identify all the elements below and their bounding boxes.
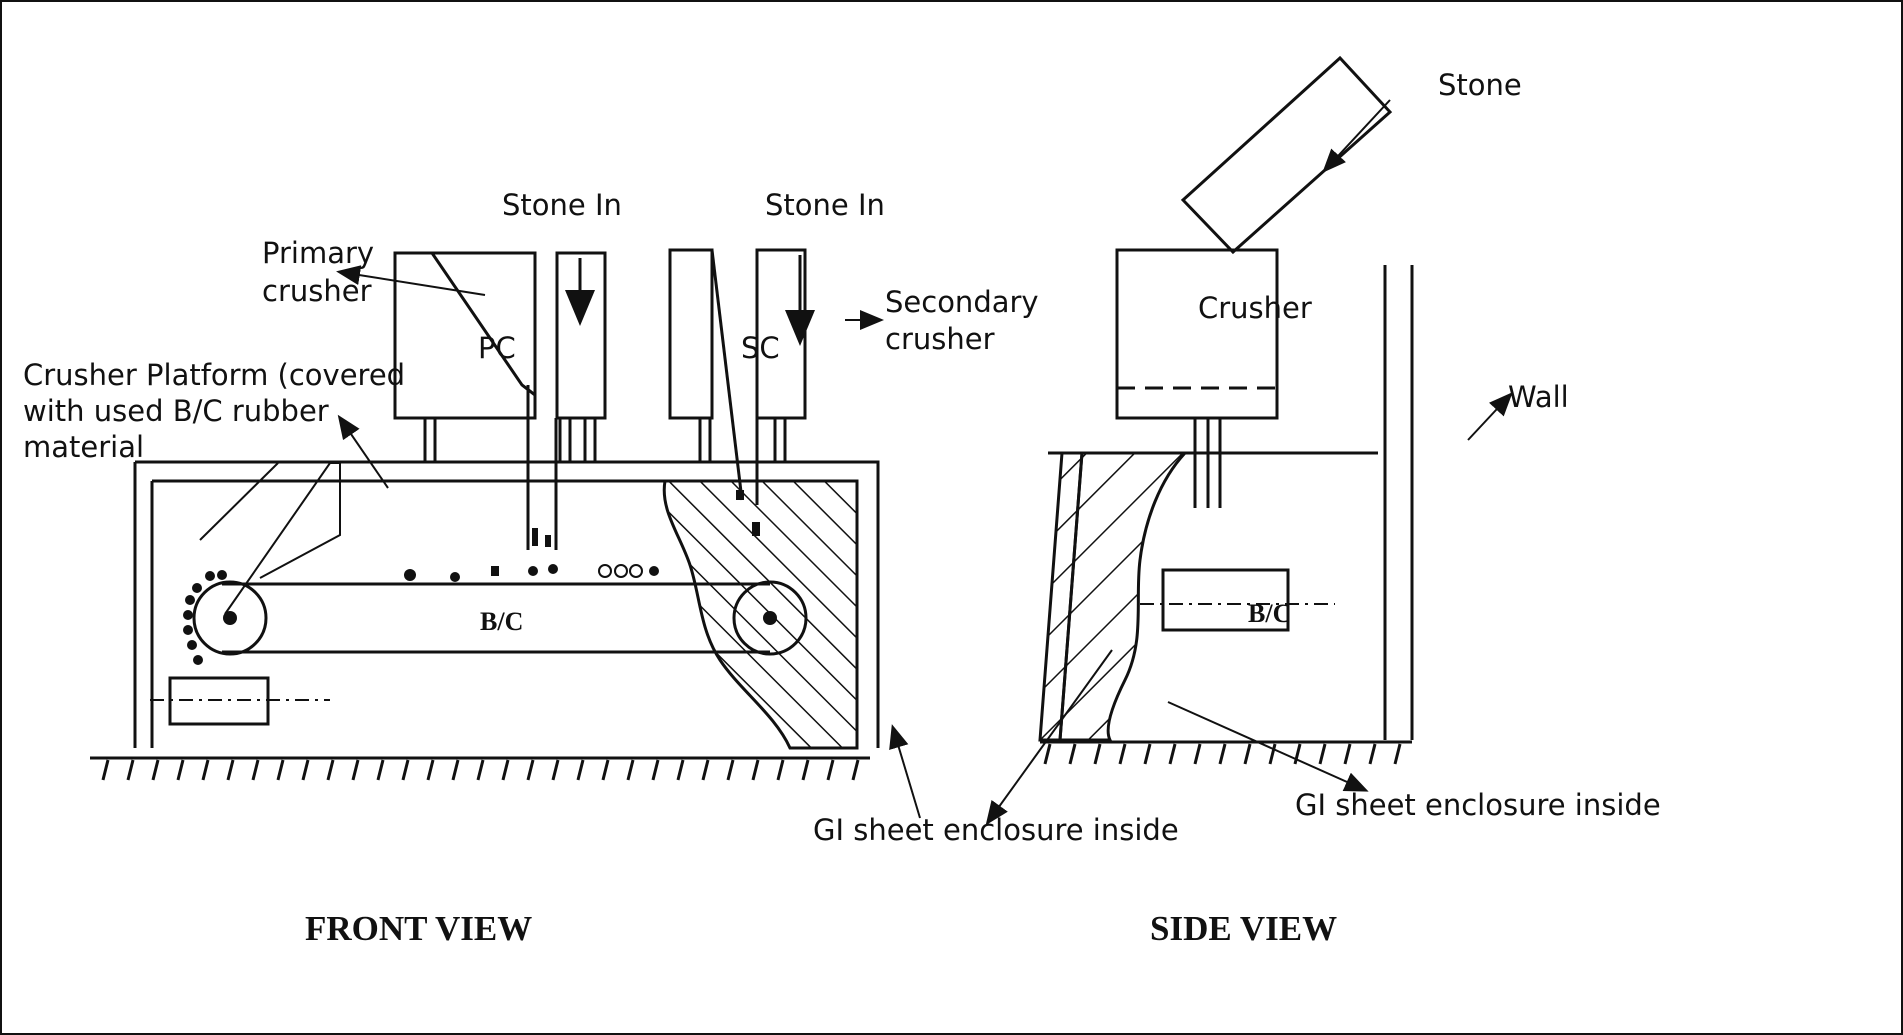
primary-feed-chute <box>555 251 607 420</box>
primary-crusher-body <box>393 251 537 420</box>
secondary-crusher-jaw <box>710 249 744 501</box>
primary-crusher-jaw <box>430 252 536 397</box>
primary-crusher-pointer <box>336 265 486 296</box>
platform-label-3: material <box>23 430 144 464</box>
gi-side-pointer-b <box>1167 701 1369 792</box>
pc-label: PC <box>478 331 516 365</box>
stones-spilled <box>183 570 227 665</box>
platform-label-2: with used B/C rubber <box>23 394 329 428</box>
side-conveyor-box <box>1161 568 1290 632</box>
secondary-crusher-label-1: Secondary <box>885 285 1039 319</box>
pulley-axle-left <box>223 611 237 625</box>
pulley-axle-right <box>763 611 777 625</box>
platform-label-1: Crusher Platform (covered <box>23 358 405 392</box>
stones-on-belt <box>404 490 760 582</box>
gi-side-label: GI sheet enclosure inside <box>1295 788 1661 822</box>
platform-outer-wall <box>133 460 880 748</box>
platform-pointer <box>337 414 389 489</box>
front-view-title: FRONT VIEW <box>305 909 532 948</box>
conveyor-pulley-right <box>732 580 808 656</box>
hatched-enclosure-front <box>662 479 859 750</box>
side-crusher-body <box>1115 248 1279 420</box>
crusher-label: Crusher <box>1198 291 1312 325</box>
gi-front-label: GI sheet enclosure inside <box>813 813 1179 847</box>
platform-hatch-1 <box>199 462 279 541</box>
ground-hatch-side <box>1043 743 1402 765</box>
sc-label: SC <box>741 331 780 365</box>
primary-crusher-label-2: crusher <box>262 274 372 308</box>
stone-in-label-2: Stone In <box>765 188 885 222</box>
front-view-drawing <box>90 248 921 819</box>
gi-side-pointer-a <box>985 649 1113 826</box>
stone-in-label-1: Stone In <box>502 188 622 222</box>
stone-label: Stone <box>1438 68 1522 102</box>
stone-pointer <box>1322 99 1391 173</box>
secondary-crusher-label-2: crusher <box>885 322 995 356</box>
side-view-drawing <box>985 55 1513 826</box>
primary-crusher-label-1: Primary <box>262 236 374 270</box>
side-view-title: SIDE VIEW <box>1150 909 1337 948</box>
bc-side-label: B/C <box>1248 599 1291 628</box>
ground-hatch-front <box>101 759 860 781</box>
wall-pointer <box>1467 392 1513 441</box>
secondary-crusher-body <box>668 248 714 420</box>
gi-front-pointer <box>889 724 921 819</box>
platform-hatch-2 <box>224 462 341 615</box>
bc-front-label: B/C <box>480 607 523 636</box>
hatched-enclosure-side <box>1058 451 1189 742</box>
conveyor-pulley-left <box>192 580 268 656</box>
wall-label: Wall <box>1508 380 1569 414</box>
stone-chute <box>1180 55 1393 255</box>
